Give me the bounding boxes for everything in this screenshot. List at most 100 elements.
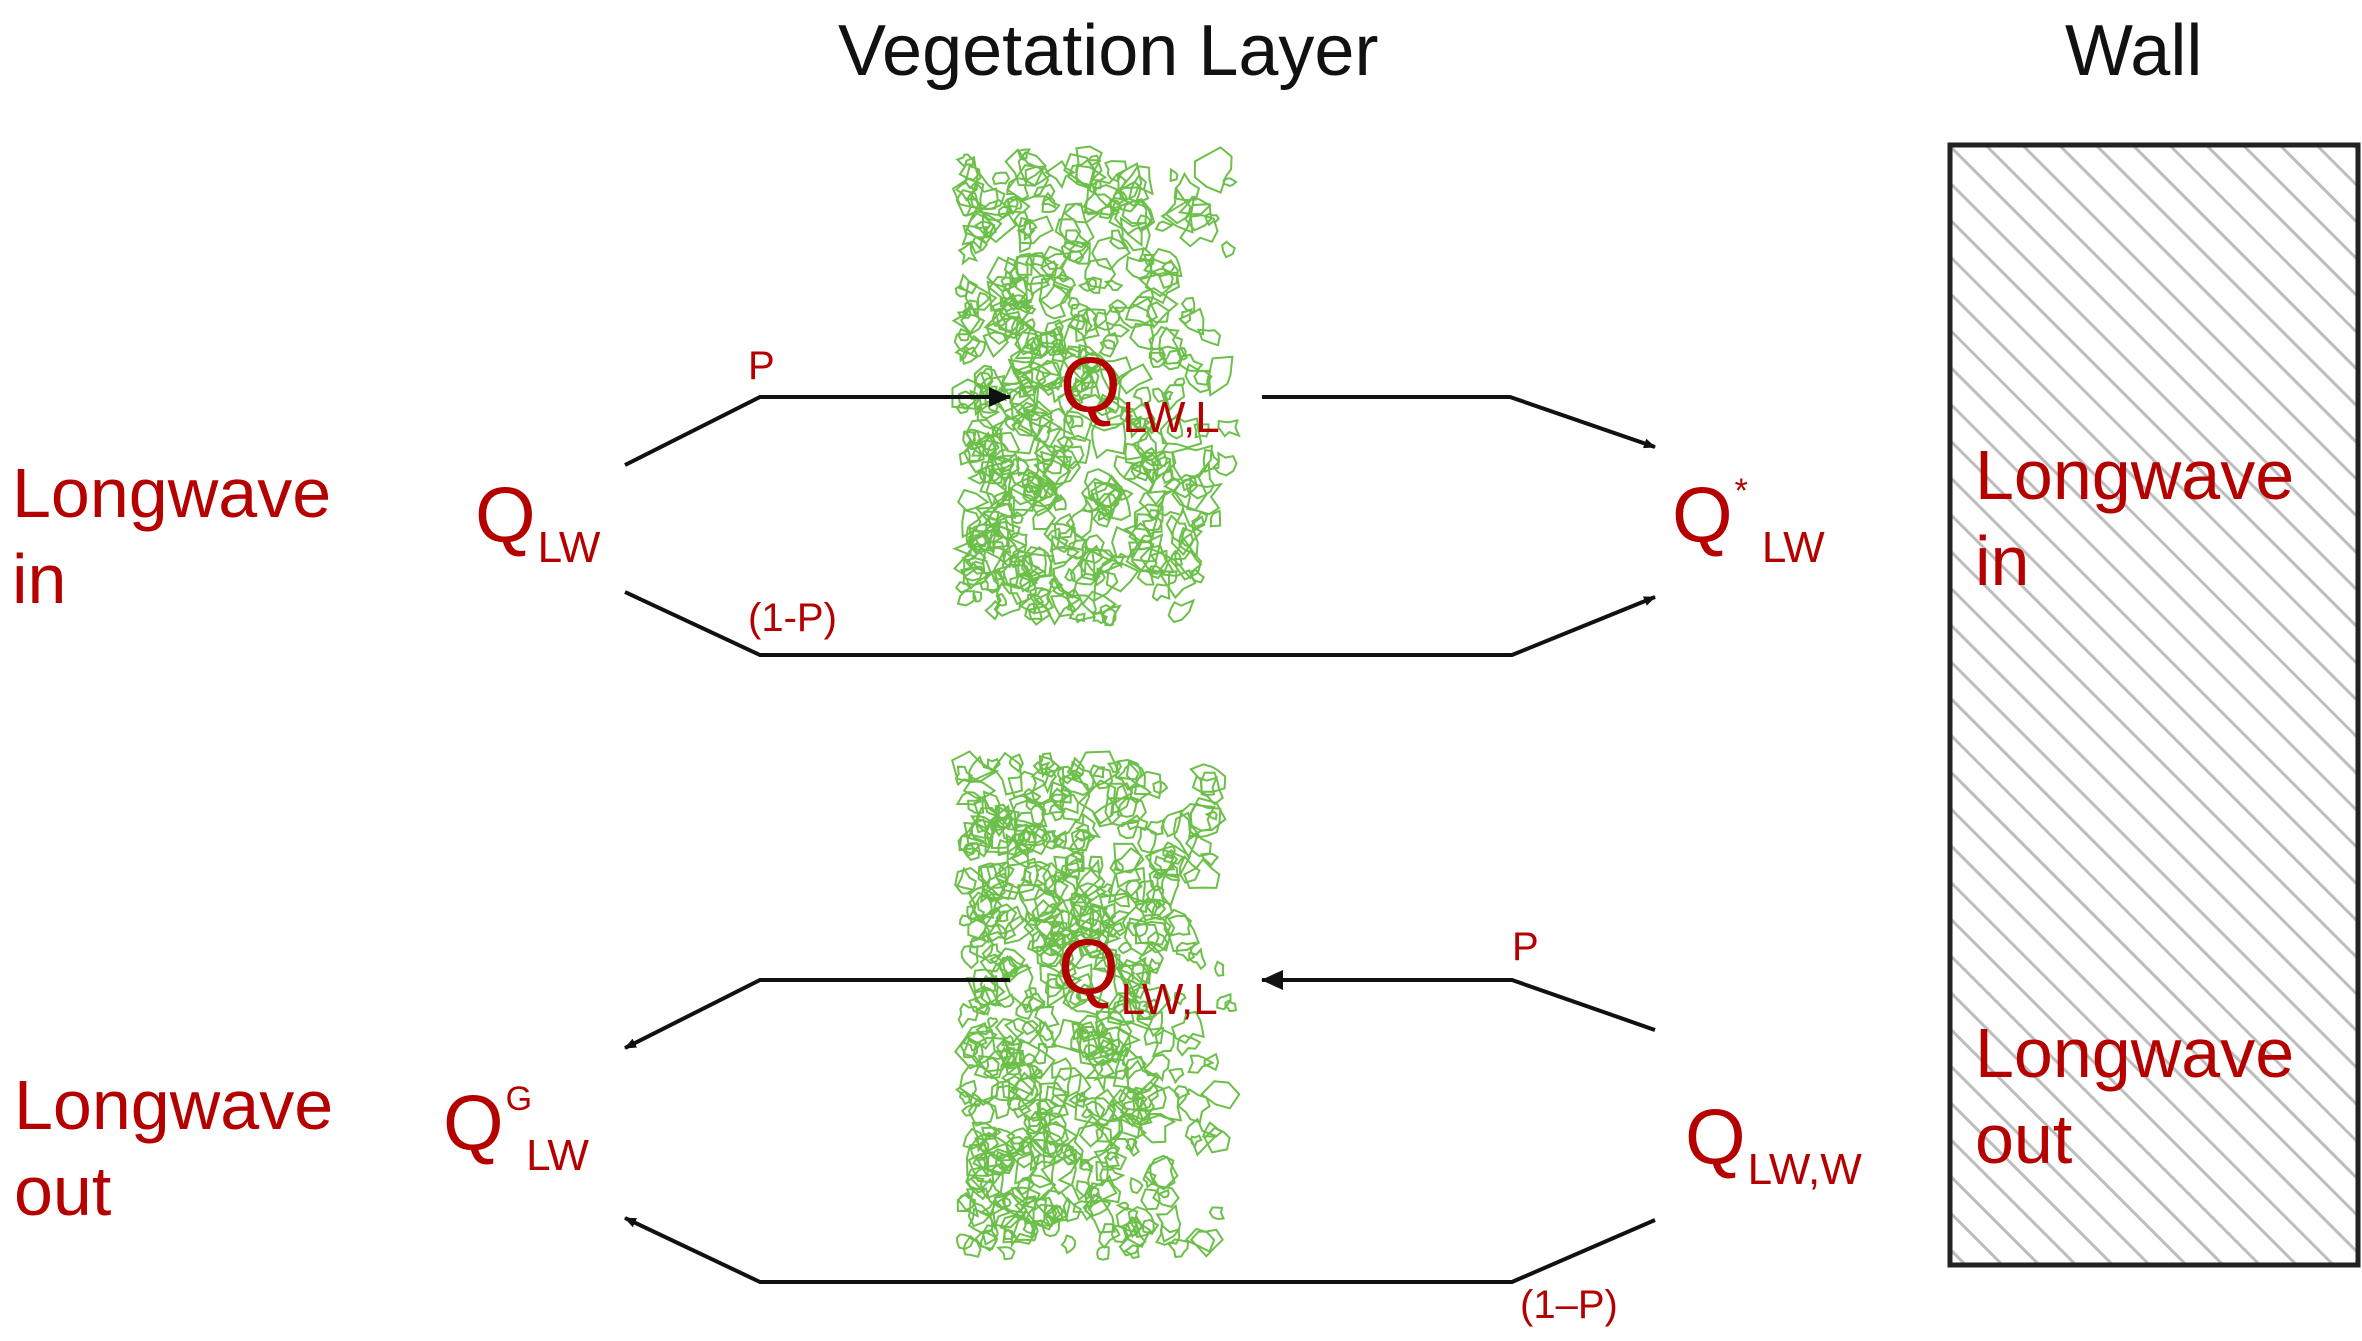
leaf-blob: [1071, 769, 1084, 781]
leaf-blob: [1166, 914, 1192, 937]
leaf-blob: [1062, 1142, 1083, 1166]
leaf-blob: [1187, 802, 1222, 839]
leaf-blob: [1003, 256, 1018, 275]
leaf-blob: [1065, 509, 1094, 540]
leaf-blob: [969, 1092, 984, 1108]
leaf-blob: [979, 199, 1013, 222]
leaf-blob: [1169, 167, 1179, 183]
leaf-blob: [1075, 812, 1102, 841]
leaf-blob: [1111, 525, 1144, 559]
leaf-blob: [1016, 148, 1032, 161]
leaf-blob: [1171, 444, 1214, 483]
leaf-blob: [1096, 1245, 1110, 1261]
leaf-blob: [1077, 882, 1108, 906]
leaf-blob: [1062, 345, 1082, 371]
arrow-p-from-wall: [1261, 970, 1656, 1032]
leaf-blob: [1079, 1021, 1095, 1040]
leaf-blob: [1143, 257, 1179, 290]
leaf-blob: [1125, 1137, 1141, 1158]
leaf-blob: [1197, 328, 1222, 347]
leaf-blob: [970, 235, 988, 255]
leaf-blob: [1038, 283, 1071, 320]
q-lw-sub: LW: [537, 523, 601, 572]
leaf-blob: [1051, 1057, 1073, 1082]
leaf-blob: [1161, 469, 1174, 485]
leaf-blob: [1001, 490, 1013, 502]
leaf-blob: [992, 751, 1023, 796]
leaf-blob: [1207, 355, 1234, 397]
leaf-blob: [1008, 1071, 1039, 1106]
leaf-blob: [995, 910, 1010, 923]
q-lw-l-top-sub: LW,L: [1122, 393, 1220, 442]
leaf-blob: [1001, 1196, 1012, 1208]
leaf-blob: [1187, 1054, 1215, 1074]
leaf-blob: [982, 331, 1010, 359]
leaf-blob: [964, 212, 995, 239]
leaf-blob: [1132, 913, 1172, 946]
leaf-blob: [1124, 295, 1154, 328]
leaf-blob: [1033, 588, 1053, 608]
left-label-longwave-in: Longwave in: [12, 450, 331, 622]
leaf-blob: [1077, 779, 1117, 825]
leaf-blob: [1001, 1034, 1015, 1047]
leaf-blob: [1190, 1134, 1203, 1148]
leaf-blob: [951, 750, 997, 783]
symbol-q-g-lw: QGLW: [443, 1078, 589, 1180]
leaf-blob: [1077, 277, 1097, 292]
leaf-blob: [961, 346, 979, 366]
leaf-blob: [1150, 351, 1168, 369]
leaf-blob: [1067, 903, 1108, 938]
leaf-blob: [1067, 296, 1081, 310]
leaf-blob: [987, 1016, 999, 1030]
leaf-blob: [1189, 461, 1216, 500]
leaf-blob: [1045, 527, 1069, 553]
leaf-blob: [1183, 857, 1221, 890]
symbol-q-lw: QLW: [475, 470, 600, 572]
leaf-blob: [986, 1148, 1016, 1175]
leaf-blob: [1038, 752, 1055, 779]
leaf-blob: [969, 815, 992, 834]
leaf-blob: [970, 432, 1006, 464]
leaf-blob: [970, 806, 1000, 839]
leaf-blob: [986, 923, 1009, 943]
leaf-blob: [1131, 417, 1152, 431]
leaf-blob: [1097, 356, 1133, 395]
leaf-blob: [1163, 473, 1199, 499]
leaf-blob: [983, 317, 1032, 340]
q-g-lw-sub: LW: [526, 1131, 589, 1180]
leaf-blob: [964, 280, 998, 311]
leaf-blob: [1179, 307, 1193, 325]
leaf-blob: [1127, 917, 1149, 938]
leaf-blob: [1208, 1206, 1226, 1221]
leaf-blob: [1176, 1087, 1211, 1124]
leaf-blob: [965, 526, 982, 546]
leaf-blob: [1129, 1176, 1144, 1195]
leaf-blob: [1041, 197, 1061, 214]
arrow-leaf-to-ground: [624, 978, 1010, 1050]
leaf-blob: [957, 327, 971, 342]
leaf-blob: [1116, 820, 1140, 840]
leaf-blob: [1103, 160, 1128, 183]
leaf-blob: [1209, 509, 1222, 528]
symbol-q-lw-star: Q*LW: [1672, 470, 1825, 572]
wall-in-line-2: in: [1975, 522, 2030, 600]
leaf-blob: [1106, 782, 1130, 816]
leaf-blob: [1108, 298, 1128, 314]
leaf-blob: [1119, 1097, 1153, 1126]
leaf-blob: [1152, 1185, 1180, 1209]
leaf-blob: [1113, 202, 1154, 236]
leaf-blob: [966, 442, 986, 464]
leaf-blob: [965, 1177, 1008, 1217]
leaf-blob: [1109, 229, 1129, 250]
q-g-lw-main: Q: [443, 1079, 504, 1167]
leaf-blob: [1128, 522, 1153, 551]
leaf-blob: [1203, 212, 1220, 227]
leaf-blob: [1171, 548, 1203, 580]
leaf-blob: [976, 291, 991, 310]
leaf-blob: [969, 168, 1006, 211]
leaf-blob: [955, 866, 977, 892]
leaf-blob: [1212, 451, 1238, 477]
leaf-blob: [1085, 1178, 1118, 1206]
leaf-blob: [1039, 260, 1058, 277]
